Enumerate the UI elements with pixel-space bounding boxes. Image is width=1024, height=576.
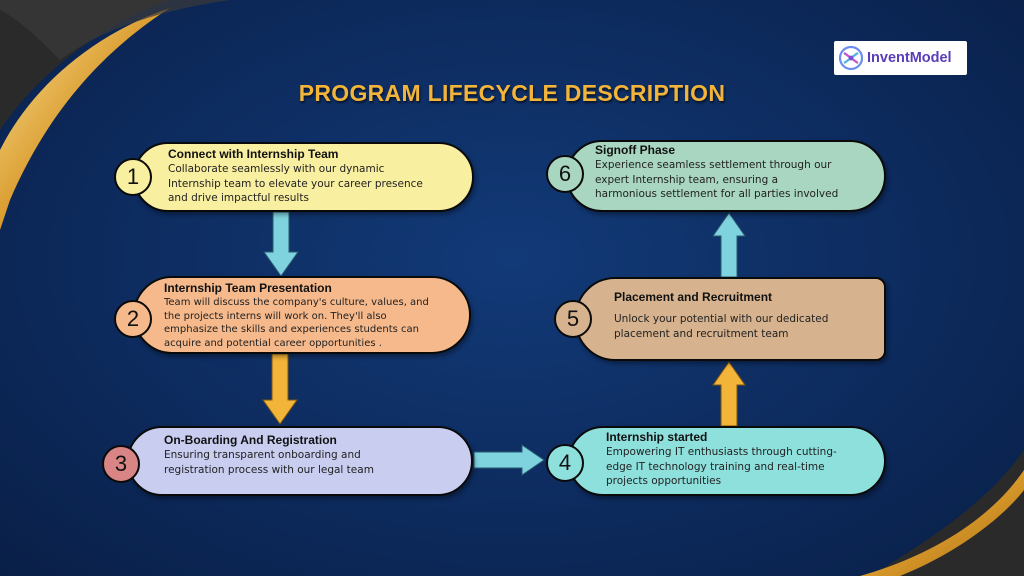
step-6-text: Signoff Phase Experience seamless settle… (595, 143, 880, 202)
step-1-card (133, 142, 474, 212)
step-4-title: Internship started (606, 430, 708, 444)
step-6-line-2: expert Internship team, ensuring a (595, 173, 779, 186)
arrow-3-to-4 (473, 444, 545, 476)
step-2-number: 2 (114, 300, 152, 338)
logo-text: InventModel (867, 50, 952, 66)
step-6-line-3: harmonious settlement for all parties in… (595, 188, 839, 200)
page-title: PROGRAM LIFECYCLE DESCRIPTION (298, 80, 726, 106)
step-1-title: Connect with Internship Team (168, 147, 339, 161)
bottom-right-gold-swoosh (860, 470, 1024, 576)
step-6-card (566, 140, 886, 212)
arrow-2-to-3 (262, 354, 298, 425)
step-5-number: 5 (554, 300, 592, 338)
step-5-line-2: placement and recruitment team (614, 327, 789, 340)
inventmodel-logo: InventModel (834, 41, 967, 75)
step-2-card (133, 276, 471, 354)
step-1-text: Connect with Internship Team Collaborate… (168, 147, 468, 206)
step-2-text: Internship Team Presentation Team will d… (164, 281, 464, 350)
step-2-line-3: emphasize the skills and experiences stu… (164, 324, 419, 335)
step-5-card (575, 277, 886, 361)
step-2-line-2: the projects interns will work on. They'… (164, 310, 387, 322)
step-5-line-1: Unlock your potential with our dedicated (614, 313, 829, 325)
step-4-line-2: edge IT technology training and real-tim… (606, 460, 825, 473)
bottom-right-dark-swoosh (870, 450, 1024, 576)
step-3-card (127, 426, 473, 496)
step-6-number: 6 (546, 155, 584, 193)
step-1-line-1: Collaborate seamlessly with our dynamic (168, 163, 385, 175)
step-4-card (568, 426, 886, 496)
step-3-title: On-Boarding And Registration (164, 433, 337, 447)
step-5-text: Placement and Recruitment Unlock your po… (614, 290, 879, 341)
step-2-line-4: acquire and potential career opportuniti… (164, 337, 382, 349)
step-3-number: 3 (102, 445, 140, 483)
brain-logo-icon (838, 45, 864, 71)
step-5-title: Placement and Recruitment (614, 290, 773, 304)
arrow-4-to-5 (712, 361, 746, 427)
top-left-gold-swoosh (0, 8, 170, 230)
step-1-line-2: Internship team to elevate your career p… (168, 177, 423, 190)
step-4-number: 4 (546, 444, 584, 482)
step-1-number: 1 (114, 158, 152, 196)
step-2-title: Internship Team Presentation (164, 281, 332, 295)
step-4-text: Internship started Empowering IT enthusi… (606, 430, 881, 489)
step-1-line-3: and drive impactful results (168, 192, 309, 204)
top-left-gray-band (0, 0, 230, 60)
step-3-line-2: registration process with our legal team (164, 463, 374, 476)
step-6-title: Signoff Phase (595, 143, 676, 157)
arrow-5-to-6 (712, 212, 746, 278)
step-3-line-1: Ensuring transparent onboarding and (164, 449, 361, 461)
step-2-line-1: Team will discuss the company's culture,… (164, 297, 429, 308)
arrow-1-to-2 (263, 212, 299, 277)
step-4-line-1: Empowering IT enthusiasts through cuttin… (606, 446, 837, 458)
step-3-text: On-Boarding And Registration Ensuring tr… (164, 433, 464, 477)
step-6-line-1: Experience seamless settlement through o… (595, 159, 832, 171)
step-4-line-3: projects opportunities (606, 475, 722, 487)
